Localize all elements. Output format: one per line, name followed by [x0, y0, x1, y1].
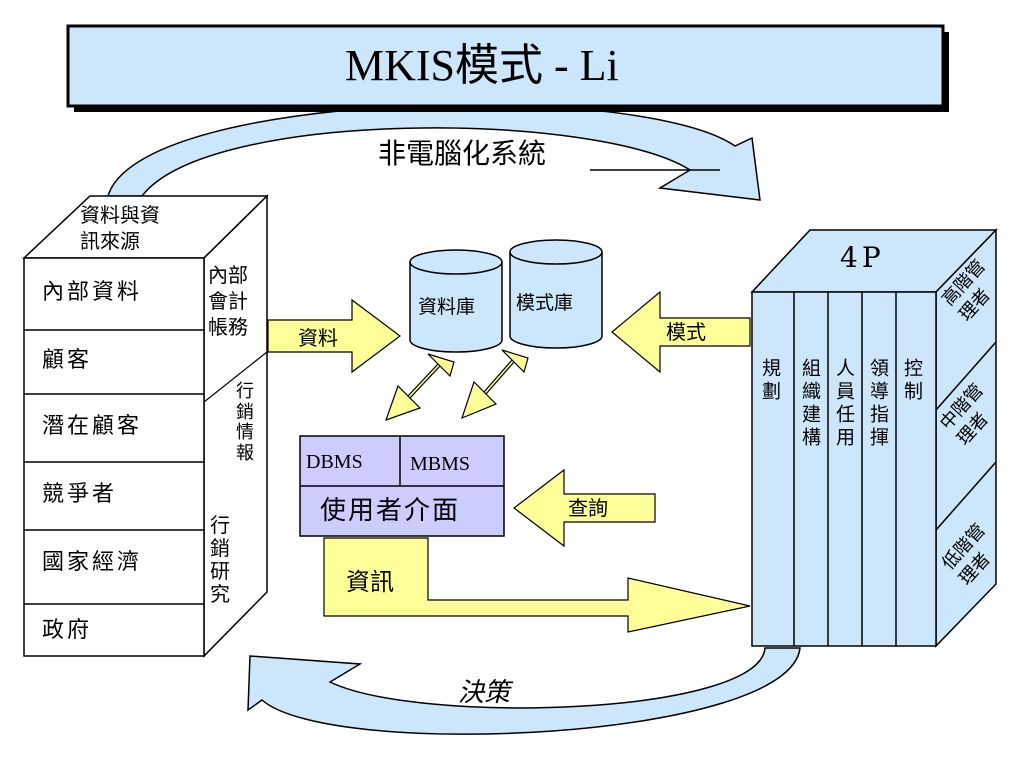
- model-arrow-label: 模式: [666, 320, 706, 344]
- marketing-intel-label: 行 銷 情 報: [236, 381, 254, 465]
- data-arrow: [267, 298, 401, 374]
- query-arrow: [513, 468, 656, 548]
- column-planning: 規劃: [759, 358, 781, 404]
- info-arrow-label: 資訊: [346, 568, 394, 596]
- column-leading: 領導指揮: [867, 358, 889, 450]
- data-db-cylinder: [409, 249, 503, 353]
- source-item-economy: 國家經濟: [42, 550, 143, 575]
- column-organizing: 組織建構: [799, 358, 821, 450]
- ui-label: 使用者介面: [320, 496, 461, 526]
- sources-header: 資料與資 訊來源: [80, 203, 160, 253]
- internal-accounts-label: 內部 會計 帳務: [208, 263, 248, 339]
- marketing-research-label: 行 銷 研 究: [210, 513, 230, 606]
- model-arrow: [611, 290, 751, 374]
- management-front-face: [751, 291, 937, 647]
- source-item-government: 政府: [42, 618, 93, 643]
- data-db-label: 資料庫: [418, 296, 476, 318]
- page-title: MKIS模式 - Li: [345, 41, 619, 90]
- info-arrow: [323, 537, 751, 633]
- source-item-customers: 顧客: [42, 348, 93, 373]
- title-box: [66, 24, 945, 108]
- source-item-prospects: 潛在顧客: [42, 414, 143, 439]
- data-arrow-label: 資料: [298, 326, 338, 350]
- dbms-label: DBMS: [306, 451, 363, 473]
- db-link-arrow-2: [461, 349, 529, 420]
- column-staffing: 人員任用: [833, 358, 855, 450]
- column-control: 控制: [901, 358, 923, 404]
- source-item-internal: 內部資料: [42, 280, 143, 305]
- model-db-cylinder: [509, 239, 603, 349]
- decision-label: 決策: [458, 678, 511, 708]
- four-p-header: 4P: [840, 241, 885, 274]
- query-arrow-label: 查詢: [568, 496, 608, 520]
- non-computer-label: 非電腦化系統: [378, 137, 547, 170]
- model-db-label: 模式庫: [516, 292, 574, 314]
- source-item-competitors: 競爭者: [42, 482, 118, 507]
- mbms-label: MBMS: [410, 453, 471, 475]
- bottom-curve-arrow: [247, 647, 801, 735]
- db-link-arrow-1: [385, 353, 455, 421]
- top-curve-arrow: [106, 103, 761, 201]
- sources-front-face: [23, 257, 205, 657]
